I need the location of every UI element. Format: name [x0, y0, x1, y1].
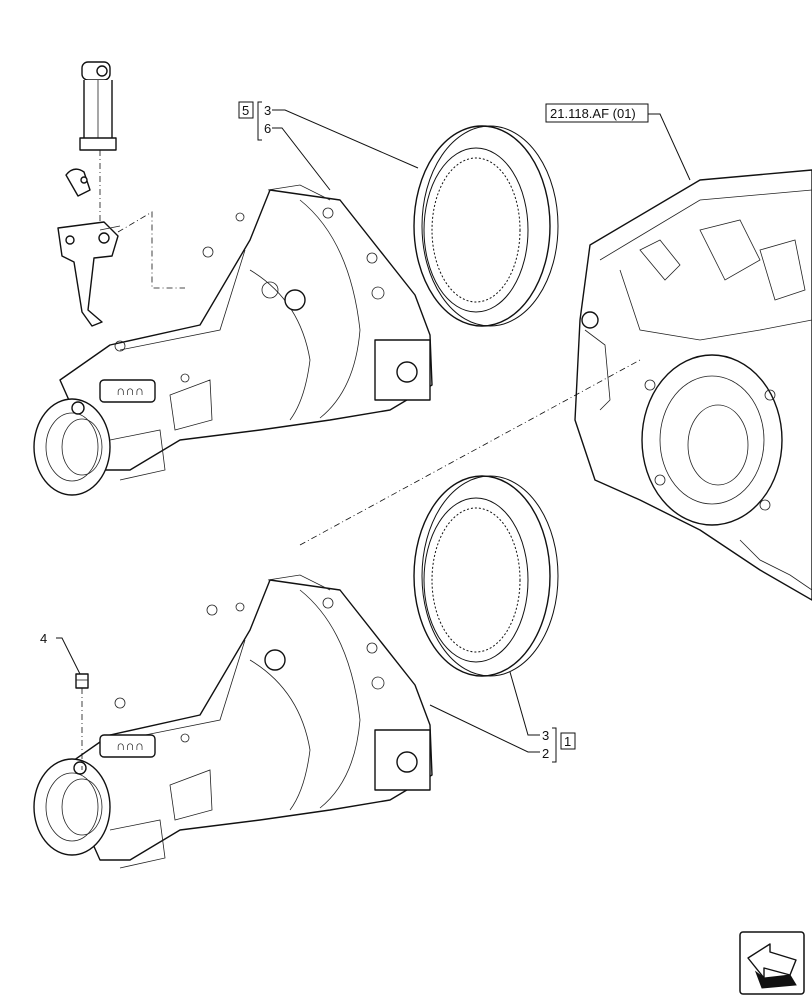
axle-housing-bottom: ∩∩∩	[33, 574, 433, 869]
lever-shaft-assembly	[57, 61, 185, 327]
callout-box-bottom	[560, 732, 576, 750]
axle-housing-top: ∩∩∩	[33, 184, 433, 496]
plug-part	[75, 673, 89, 770]
callout-bottom-group-number: 1	[564, 734, 571, 749]
leader-lines	[56, 109, 691, 753]
reference-label: 21.118.AF (01)	[550, 106, 636, 121]
callout-box-top	[238, 101, 254, 119]
ring-gear-top	[413, 125, 559, 327]
callout-top-item-a: 3	[264, 103, 271, 118]
housing-casting-mark: ∩∩∩	[116, 738, 144, 753]
callout-bottom-group: 3 2 1	[542, 727, 576, 763]
callout-top-group-number: 5	[242, 103, 249, 118]
reference-box	[545, 103, 649, 123]
transmission-case	[574, 169, 812, 601]
callout-top-group: 5 3 6	[238, 101, 271, 141]
ring-gear-bottom	[413, 475, 559, 677]
arrow-navigation-icon[interactable]	[739, 931, 805, 995]
callout-top-item-b: 6	[264, 121, 271, 136]
callout-bottom-item-b: 2	[542, 746, 549, 761]
reference-label-group: 21.118.AF (01)	[545, 103, 649, 123]
callout-plug-item: 4	[40, 631, 47, 646]
housing-casting-mark: ∩∩∩	[116, 383, 144, 398]
callout-bottom-item-a: 3	[542, 728, 549, 743]
